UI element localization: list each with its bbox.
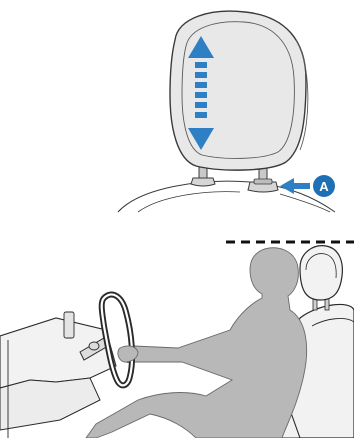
post-guide-left	[191, 178, 215, 186]
callout-label: A	[319, 179, 329, 194]
seat-top-inner-line	[138, 192, 240, 212]
headrest-cushion	[170, 11, 306, 170]
driver-silhouette	[86, 248, 307, 438]
dashboard	[0, 318, 116, 388]
ignition-knob	[89, 342, 99, 350]
driver-posture-illustration	[0, 242, 354, 438]
dashboard-lower	[0, 378, 100, 430]
headrest-detail-illustration	[118, 11, 335, 212]
instrument-visor	[64, 312, 74, 338]
release-button[interactable]	[254, 179, 272, 184]
